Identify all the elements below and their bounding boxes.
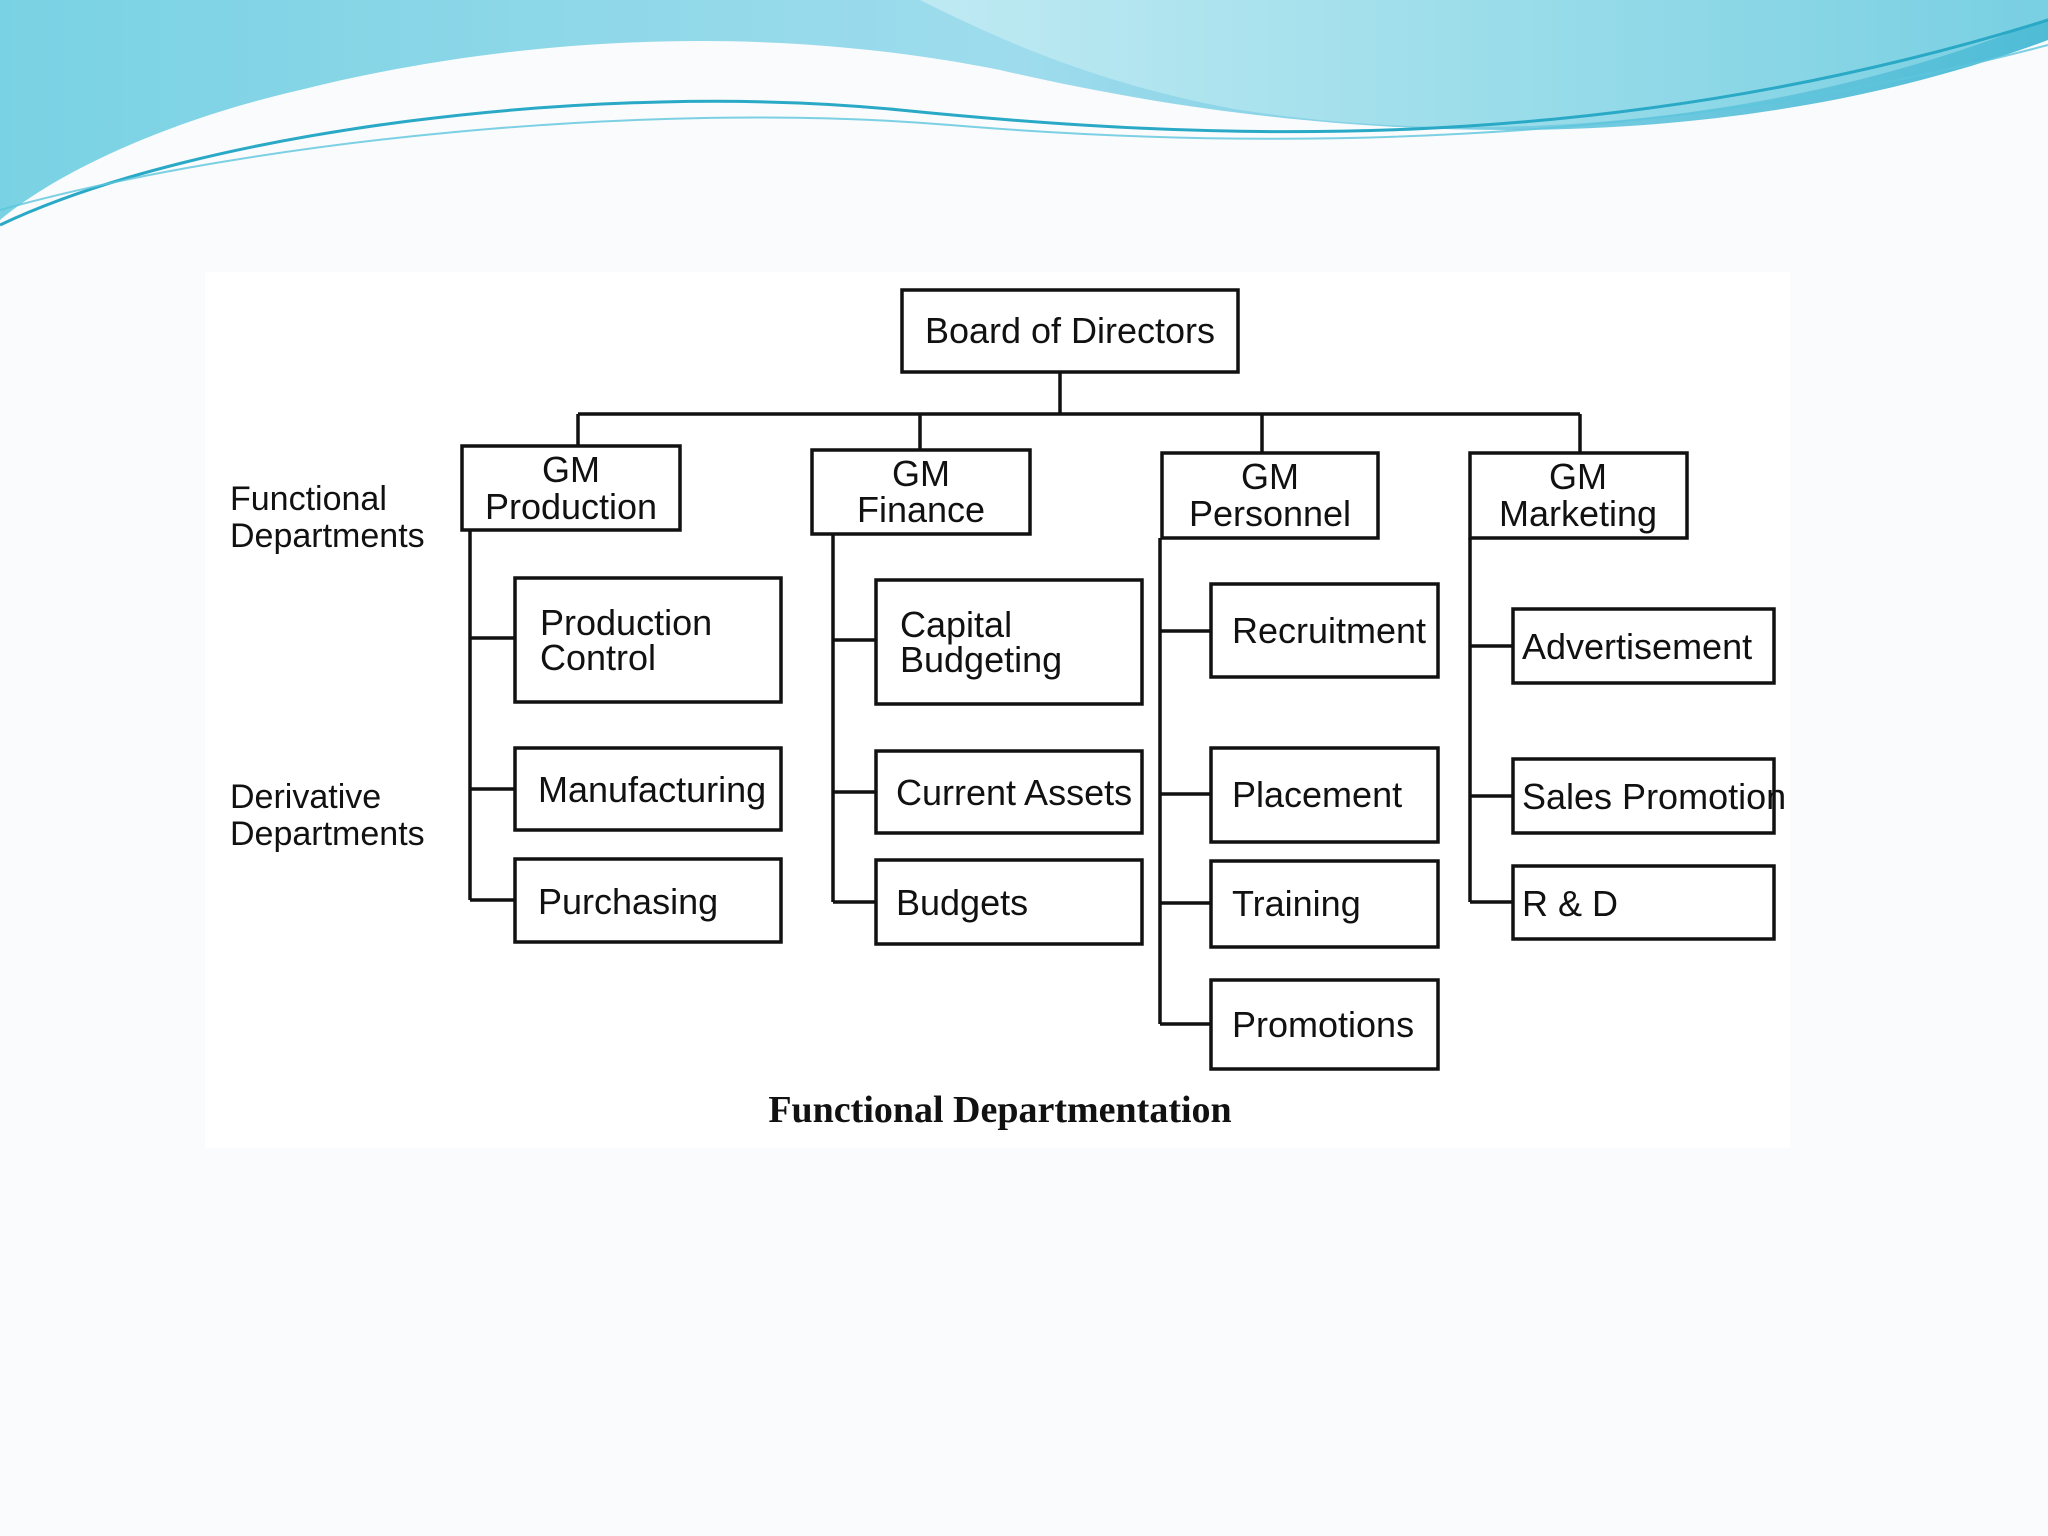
diagram-caption: Functional Departmentation (768, 1089, 1231, 1131)
dept-production-control-line2: Control (540, 637, 656, 678)
connector-lines (468, 372, 1582, 1026)
gm-finance-node: GM Finance (810, 448, 1032, 536)
dept-sales-promotion: Sales Promotion (1511, 757, 1786, 835)
dept-budgets: Budgets (874, 858, 1144, 946)
side-label-derivative-line1: Derivative (230, 778, 381, 816)
gm-personnel-label-line2: Personnel (1189, 493, 1351, 534)
dept-advertisement: Advertisement (1511, 607, 1776, 685)
gm-production-label-line2: Production (485, 486, 657, 527)
dept-current-assets: Current Assets (874, 749, 1144, 835)
side-label-functional-line2: Departments (230, 517, 425, 555)
personnel-derivative-nodes: Recruitment Placement Training Promotion… (1209, 582, 1440, 1071)
dept-manufacturing-label: Manufacturing (538, 769, 766, 810)
gm-personnel-label-line1: GM (1241, 456, 1299, 497)
dept-promotions: Promotions (1209, 978, 1440, 1071)
gm-finance-label-line1: GM (892, 453, 950, 494)
dept-production-control: Production Control (513, 576, 783, 704)
gm-marketing-label-line2: Marketing (1499, 493, 1657, 534)
dept-promotions-label: Promotions (1232, 1004, 1414, 1045)
dept-capital-budgeting: Capital Budgeting (874, 578, 1144, 706)
dept-training-label: Training (1232, 883, 1361, 924)
dept-budgets-label: Budgets (896, 882, 1028, 923)
dept-r-and-d: R & D (1511, 864, 1776, 941)
header-wave-decoration (0, 0, 2048, 227)
dept-production-control-line1: Production (540, 602, 712, 643)
dept-sales-promotion-label: Sales Promotion (1522, 776, 1786, 817)
gm-finance-label-line2: Finance (857, 489, 985, 530)
root-node: Board of Directors (900, 288, 1240, 374)
dept-purchasing: Purchasing (513, 857, 783, 944)
marketing-derivative-nodes: Advertisement Sales Promotion R & D (1511, 607, 1786, 941)
dept-recruitment-label: Recruitment (1232, 610, 1426, 651)
dept-r-and-d-label: R & D (1522, 883, 1618, 924)
side-label-derivative-line2: Departments (230, 815, 425, 853)
side-label-functional-line1: Functional (230, 480, 387, 518)
dept-current-assets-label: Current Assets (896, 772, 1132, 813)
dept-purchasing-label: Purchasing (538, 881, 718, 922)
gm-production-label-line1: GM (542, 449, 600, 490)
gm-marketing-node: GM Marketing (1468, 451, 1689, 540)
gm-marketing-label-line1: GM (1549, 456, 1607, 497)
production-derivative-nodes: Production Control Manufacturing Purchas… (513, 576, 783, 944)
dept-placement: Placement (1209, 746, 1440, 844)
dept-advertisement-label: Advertisement (1522, 626, 1752, 667)
finance-derivative-nodes: Capital Budgeting Current Assets Budgets (874, 578, 1144, 946)
root-label: Board of Directors (925, 310, 1215, 351)
side-label-functional: Functional Departments (230, 480, 425, 555)
dept-recruitment: Recruitment (1209, 582, 1440, 679)
dept-capital-budgeting-line2: Budgeting (900, 639, 1062, 680)
dept-training: Training (1209, 859, 1440, 949)
dept-capital-budgeting-line1: Capital (900, 604, 1012, 645)
side-label-derivative: Derivative Departments (230, 778, 425, 853)
gm-production-node: GM Production (460, 444, 682, 532)
dept-manufacturing: Manufacturing (513, 746, 783, 832)
gm-personnel-node: GM Personnel (1160, 451, 1380, 540)
dept-placement-label: Placement (1232, 774, 1402, 815)
